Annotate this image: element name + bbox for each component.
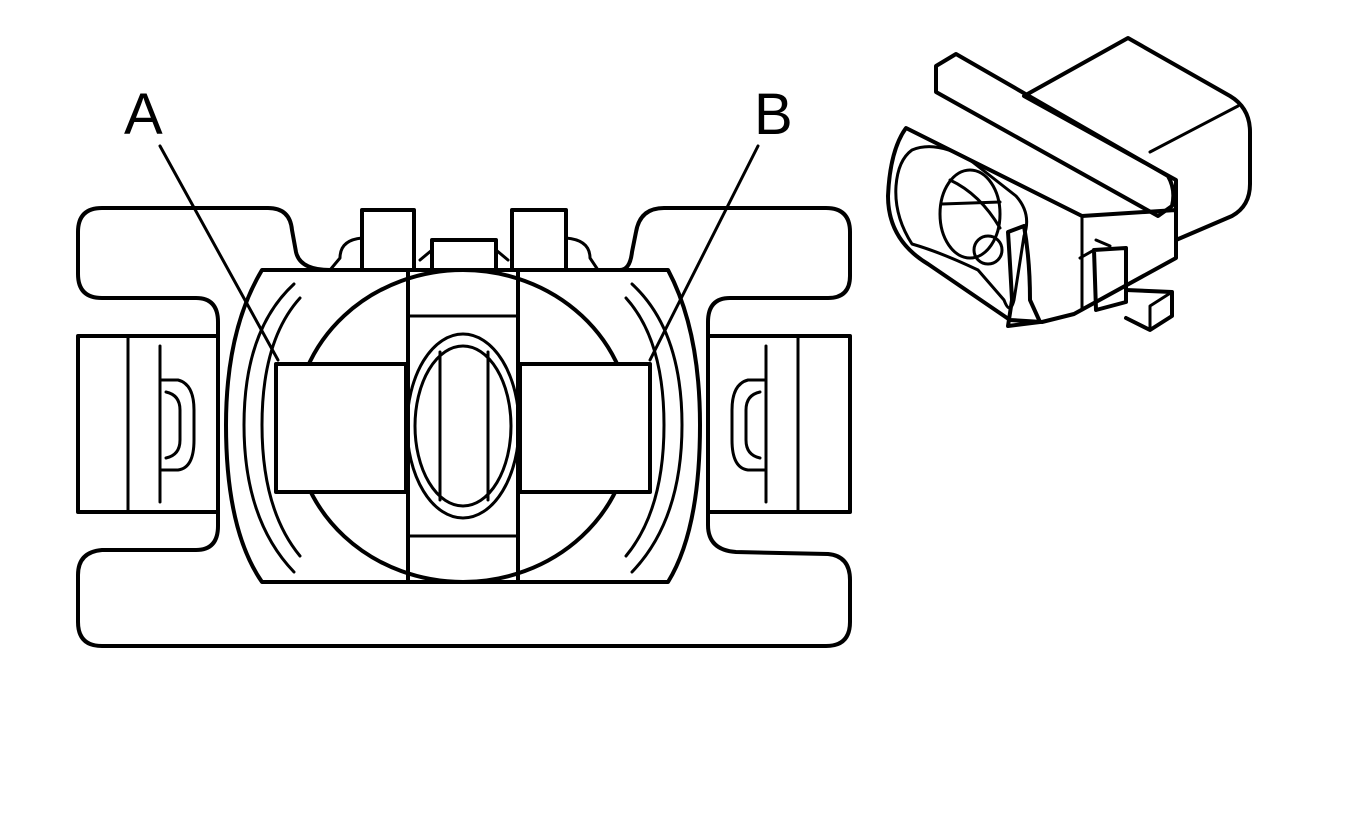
terminal-a: [274, 362, 408, 494]
inner-cavity: [224, 268, 702, 584]
left-latch-window: [76, 334, 220, 514]
iso-front-opening: [894, 145, 1029, 310]
housing-outline: [76, 206, 852, 648]
right-seal-outer: [630, 282, 684, 574]
left-seal-inner: [260, 296, 302, 558]
top-retention-tabs: [328, 208, 600, 272]
connector-iso-view: [886, 36, 1252, 332]
callout-label-a: A: [124, 82, 163, 147]
callout-label-b: B: [754, 82, 793, 147]
iso-side-lock: [1092, 246, 1128, 312]
right-latch-window: [706, 334, 852, 514]
right-seal-inner: [624, 296, 666, 558]
connector-front-view: [76, 206, 852, 648]
center-channel: [405, 268, 521, 584]
left-seal-outer: [242, 282, 296, 574]
leader-line-a: [158, 144, 280, 362]
rear-plug-body: [1022, 36, 1252, 242]
leader-line-b: [648, 144, 760, 362]
iso-latch-tab: [1006, 224, 1042, 328]
terminal-b: [518, 362, 652, 494]
